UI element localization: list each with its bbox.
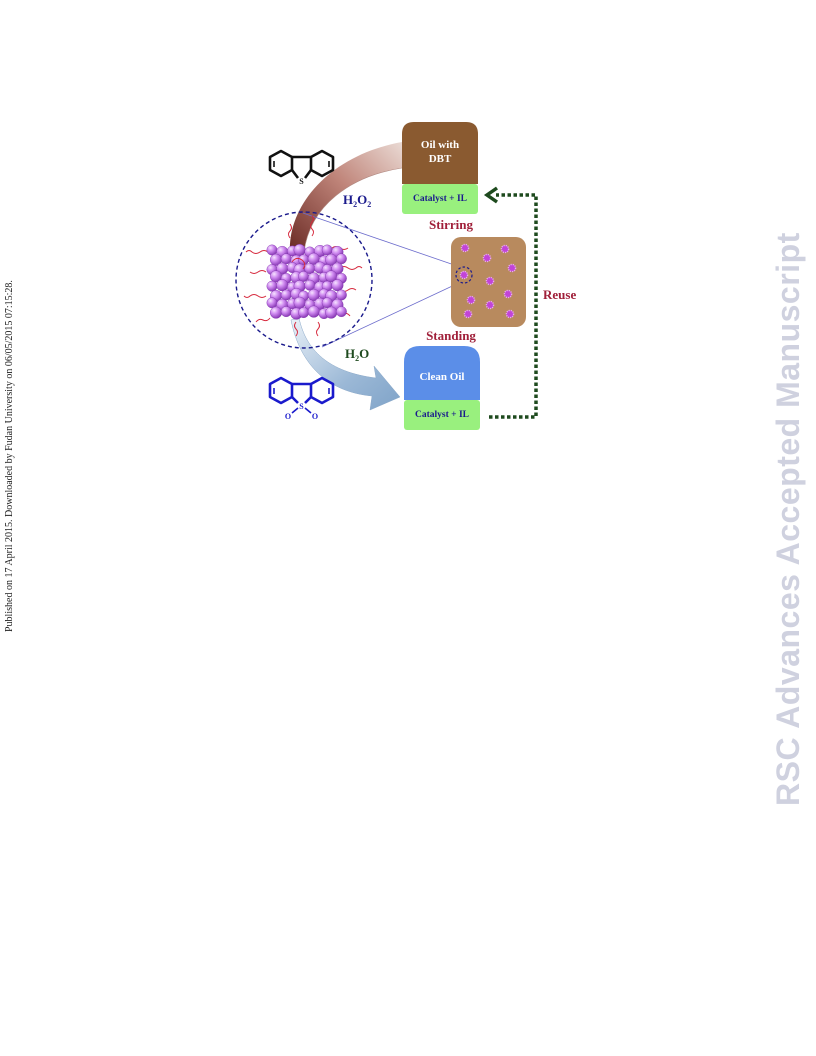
catalyst-il-layer-top xyxy=(402,184,478,214)
h2o-label: H2O xyxy=(345,346,369,363)
dbt-sulfone-sulfur-atom: S xyxy=(299,402,304,411)
clean-oil-label: Clean Oil xyxy=(420,371,465,383)
catalyst-particle xyxy=(276,279,289,292)
catalyst-particle xyxy=(321,244,333,256)
suspended-particle xyxy=(485,276,495,286)
vessel-oil-with-dbt xyxy=(402,122,478,214)
oil-with-dbt-label-line1: Oil with xyxy=(421,139,459,151)
suspended-particle xyxy=(463,309,473,319)
catalyst-il-label-top: Catalyst + IL xyxy=(413,194,467,204)
catalyst-particle xyxy=(321,297,333,309)
suspended-particle xyxy=(485,300,495,310)
catalyst-particle xyxy=(331,279,344,292)
catalyst-particle xyxy=(266,297,278,309)
reuse-arrow-head xyxy=(483,186,499,204)
catalyst-particle xyxy=(298,270,309,282)
reuse-label: Reuse xyxy=(543,287,576,302)
catalyst-particle xyxy=(325,306,338,319)
dbt-sulfone-molecule xyxy=(268,376,335,414)
suspended-particle xyxy=(503,289,513,299)
catalyst-particle xyxy=(266,280,278,292)
catalyst-particle xyxy=(280,306,292,317)
catalyst-particle xyxy=(304,279,316,291)
catalyst-il-label-bottom: Catalyst + IL xyxy=(415,410,469,420)
dbt-sulfone-oxygen-left: O xyxy=(285,412,291,421)
catalyst-particle-cluster xyxy=(266,243,347,320)
tank-zoom-circle xyxy=(455,266,473,284)
suspended-catalyst-particles xyxy=(459,243,517,319)
oil-with-dbt-label-line2: DBT xyxy=(429,153,452,165)
zoom-line-lower xyxy=(321,280,464,348)
catalyst-particle xyxy=(280,253,292,265)
dbt-molecule xyxy=(268,149,335,179)
dbt-sulfone-oxygen-right: O xyxy=(312,412,318,421)
catalyst-particle xyxy=(293,296,306,309)
clean-oil-layer xyxy=(404,346,480,400)
reuse-loop-line xyxy=(489,193,538,419)
oxidation-arrow-edge xyxy=(303,167,403,253)
catalyst-particle xyxy=(298,307,309,318)
catalyst-particle xyxy=(335,289,347,301)
oil-layer xyxy=(402,122,478,184)
catalyst-particle xyxy=(335,253,347,265)
suspended-particle xyxy=(482,253,492,263)
suspended-particle xyxy=(460,243,470,253)
suspended-particle xyxy=(459,270,469,280)
suspended-particle xyxy=(466,295,476,305)
suspended-particle xyxy=(500,244,510,254)
h2o2-label: H2O2 xyxy=(343,192,371,209)
catalyst-particle xyxy=(307,305,320,318)
catalyst-particle xyxy=(298,254,309,266)
dbt-sulfur-atom: S xyxy=(299,177,304,186)
catalyst-particle xyxy=(266,244,278,256)
catalyst-il-layer-bottom xyxy=(404,400,480,430)
zoom-line-upper xyxy=(302,212,464,269)
suspended-particle xyxy=(505,309,515,319)
catalyst-particle xyxy=(335,306,347,317)
inner-chain xyxy=(291,257,306,270)
oxidation-arrow-band xyxy=(289,142,402,252)
suspended-particle xyxy=(507,263,517,273)
catalyst-particle xyxy=(293,243,306,256)
vessel-clean-oil xyxy=(404,346,480,430)
separation-arrow xyxy=(290,317,401,411)
catalyst-particle xyxy=(280,289,292,301)
standing-label: Standing xyxy=(426,328,476,343)
catalyst-zoom-circle xyxy=(235,211,373,349)
catalyst-particle xyxy=(270,306,283,319)
stirring-label: Stirring xyxy=(429,217,474,232)
